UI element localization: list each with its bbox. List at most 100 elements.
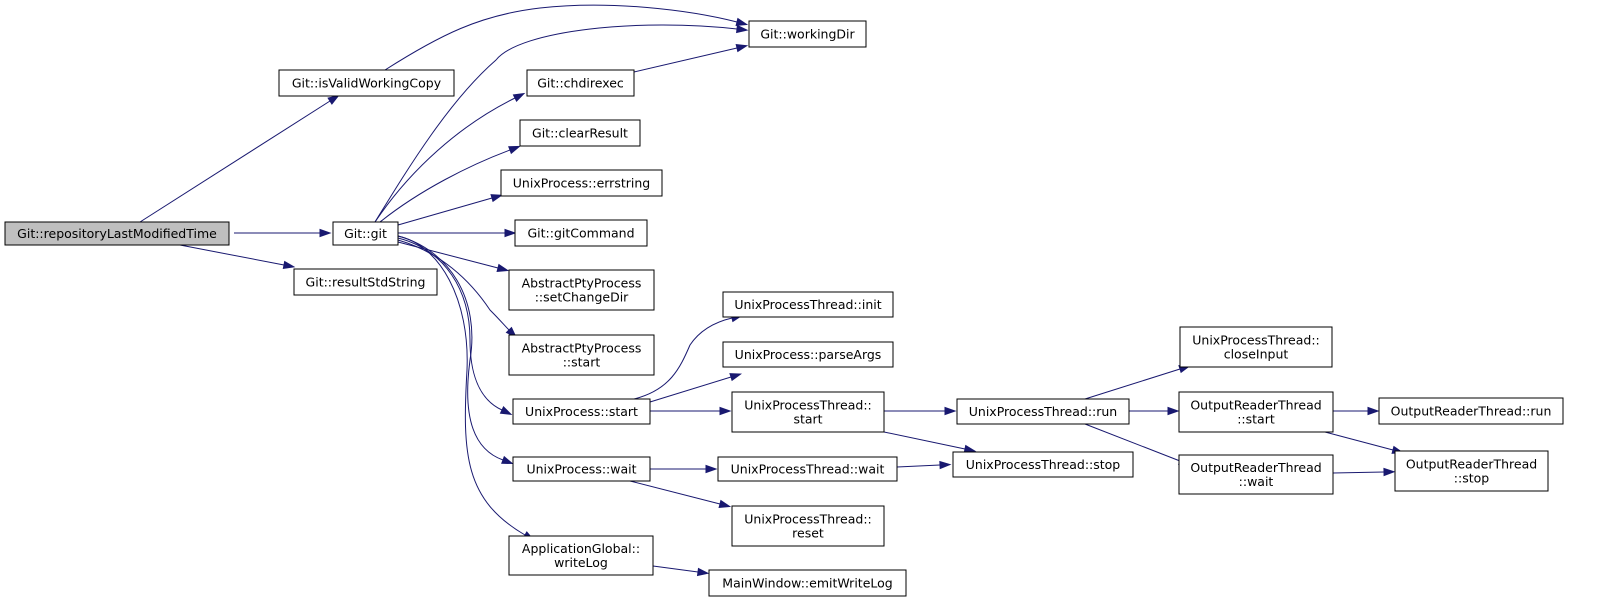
edge-ortWait-to-ortStop — [1332, 467, 1396, 477]
node-upStart[interactable]: UnixProcess::start — [512, 398, 651, 425]
edge-repoLastModified-to-resultStdString — [179, 244, 296, 270]
node-label: UnixProcess::errstring — [513, 176, 650, 191]
node-label: UnixProcessThread:: — [1192, 333, 1320, 348]
node-ortRun[interactable]: OutputReaderThread::run — [1378, 397, 1564, 425]
node-setChangeDir[interactable]: AbstractPtyProcess::setChangeDir — [508, 269, 655, 311]
edge-ortStart-to-ortRun — [1333, 406, 1380, 416]
node-isValidWorkingCopy[interactable]: Git::isValidWorkingCopy — [278, 69, 455, 97]
node-box — [731, 505, 885, 547]
node-workingDir[interactable]: Git::workingDir — [748, 20, 867, 48]
node-label: start — [793, 412, 822, 427]
edge-line — [883, 431, 966, 450]
edge-arrowhead — [729, 373, 743, 382]
node-writeLog[interactable]: ApplicationGlobal::writeLog — [508, 535, 654, 576]
edge-line — [397, 241, 499, 269]
edge-arrowhead — [944, 406, 957, 416]
node-chdirexec[interactable]: Git::chdirexec — [526, 69, 635, 97]
edge-arrowhead — [496, 263, 510, 272]
node-label: writeLog — [554, 555, 608, 570]
edges-layer — [139, 4, 1405, 577]
node-label: Git::workingDir — [760, 27, 855, 42]
edge-writeLog-to-emitWriteLog — [652, 565, 710, 577]
edge-arrowhead — [282, 260, 296, 270]
edge-arrowhead — [718, 499, 732, 508]
node-box — [708, 569, 907, 597]
edge-arrowhead — [735, 17, 749, 26]
edge-isValidWorkingCopy-to-workingDir — [384, 4, 749, 71]
node-ortWait[interactable]: OutputReaderThread::wait — [1178, 454, 1334, 495]
edge-upStart-to-uptStart — [650, 406, 732, 416]
node-ortStop[interactable]: OutputReaderThread::stop — [1394, 450, 1549, 492]
edge-git-to-setChangeDir — [397, 241, 510, 272]
node-clearResult[interactable]: Git::clearResult — [519, 119, 641, 147]
edge-repoLastModified-to-git — [234, 228, 332, 238]
node-ortStart[interactable]: OutputReaderThread::start — [1178, 391, 1334, 433]
node-label: closeInput — [1224, 347, 1289, 362]
node-label: AbstractPtyProcess — [522, 276, 642, 291]
edge-line — [379, 149, 511, 223]
node-aptyStart[interactable]: AbstractPtyProcess::start — [508, 334, 655, 376]
node-box — [731, 391, 885, 433]
node-box — [722, 341, 894, 368]
node-box — [722, 291, 894, 318]
node-label: Git::clearResult — [532, 126, 628, 141]
edge-chdirexec-to-workingDir — [633, 44, 749, 73]
edge-line — [374, 97, 516, 223]
edge-git-to-chdirexec — [374, 92, 526, 223]
edge-arrowhead — [512, 92, 526, 102]
node-errstring[interactable]: UnixProcess::errstring — [500, 169, 663, 197]
node-label: UnixProcessThread::run — [969, 404, 1117, 419]
edge-line — [374, 24, 738, 223]
node-label: UnixProcess::wait — [526, 462, 636, 477]
node-box — [956, 398, 1130, 425]
node-uptReset[interactable]: UnixProcessThread::reset — [731, 505, 885, 547]
edge-arrowhead — [719, 406, 732, 416]
node-emitWriteLog[interactable]: MainWindow::emitWriteLog — [708, 569, 907, 597]
edge-line — [397, 235, 526, 536]
node-uptRun[interactable]: UnixProcessThread::run — [956, 398, 1130, 425]
node-box — [526, 69, 635, 97]
node-box — [500, 169, 663, 197]
node-uptWait[interactable]: UnixProcessThread::wait — [717, 456, 898, 482]
edge-line — [633, 317, 733, 400]
node-uptInit[interactable]: UnixProcessThread::init — [722, 291, 894, 318]
node-label: OutputReaderThread — [1190, 460, 1321, 475]
node-box — [514, 219, 648, 247]
edge-arrowhead — [963, 444, 977, 454]
edge-arrowhead — [327, 94, 340, 105]
node-label: OutputReaderThread::run — [1391, 404, 1552, 419]
edge-uptRun-to-ortStart — [1129, 406, 1180, 416]
node-parseArgs[interactable]: UnixProcess::parseArgs — [722, 341, 894, 368]
node-box — [508, 334, 655, 376]
node-label: ::wait — [1239, 474, 1274, 489]
node-label: UnixProcessThread:: — [744, 512, 872, 527]
node-repoLastModified[interactable]: Git::repositoryLastModifiedTime — [4, 221, 230, 246]
node-resultStdString[interactable]: Git::resultStdString — [293, 268, 438, 296]
edge-line — [384, 4, 738, 71]
node-box — [717, 456, 898, 482]
edge-line — [1332, 471, 1385, 474]
node-label: UnixProcess::parseArgs — [735, 347, 882, 362]
node-label: MainWindow::emitWriteLog — [722, 576, 892, 591]
node-closeInput[interactable]: UnixProcessThread::closeInput — [1179, 326, 1333, 368]
edge-arrowhead — [319, 228, 332, 238]
node-gitCommand[interactable]: Git::gitCommand — [514, 219, 648, 247]
edge-arrowhead — [735, 44, 749, 53]
node-uptStop[interactable]: UnixProcessThread::stop — [952, 451, 1134, 478]
node-label: Git::chdirexec — [537, 76, 624, 91]
node-git[interactable]: Git::git — [332, 221, 399, 246]
edge-arrowhead — [705, 464, 718, 474]
node-label: UnixProcess::start — [525, 404, 638, 419]
edge-arrowhead — [1383, 467, 1396, 477]
edge-arrowhead — [490, 194, 504, 203]
edge-arrowhead — [501, 455, 514, 465]
edge-uptStart-to-uptRun — [884, 406, 957, 416]
node-box — [519, 119, 641, 147]
edge-upWait-to-uptReset — [629, 480, 732, 508]
node-upWait[interactable]: UnixProcess::wait — [512, 456, 651, 482]
node-label: ApplicationGlobal:: — [522, 541, 640, 556]
node-box — [1179, 326, 1333, 368]
edge-uptRun-to-closeInput — [1084, 365, 1191, 400]
node-uptStart[interactable]: UnixProcessThread::start — [731, 391, 885, 433]
